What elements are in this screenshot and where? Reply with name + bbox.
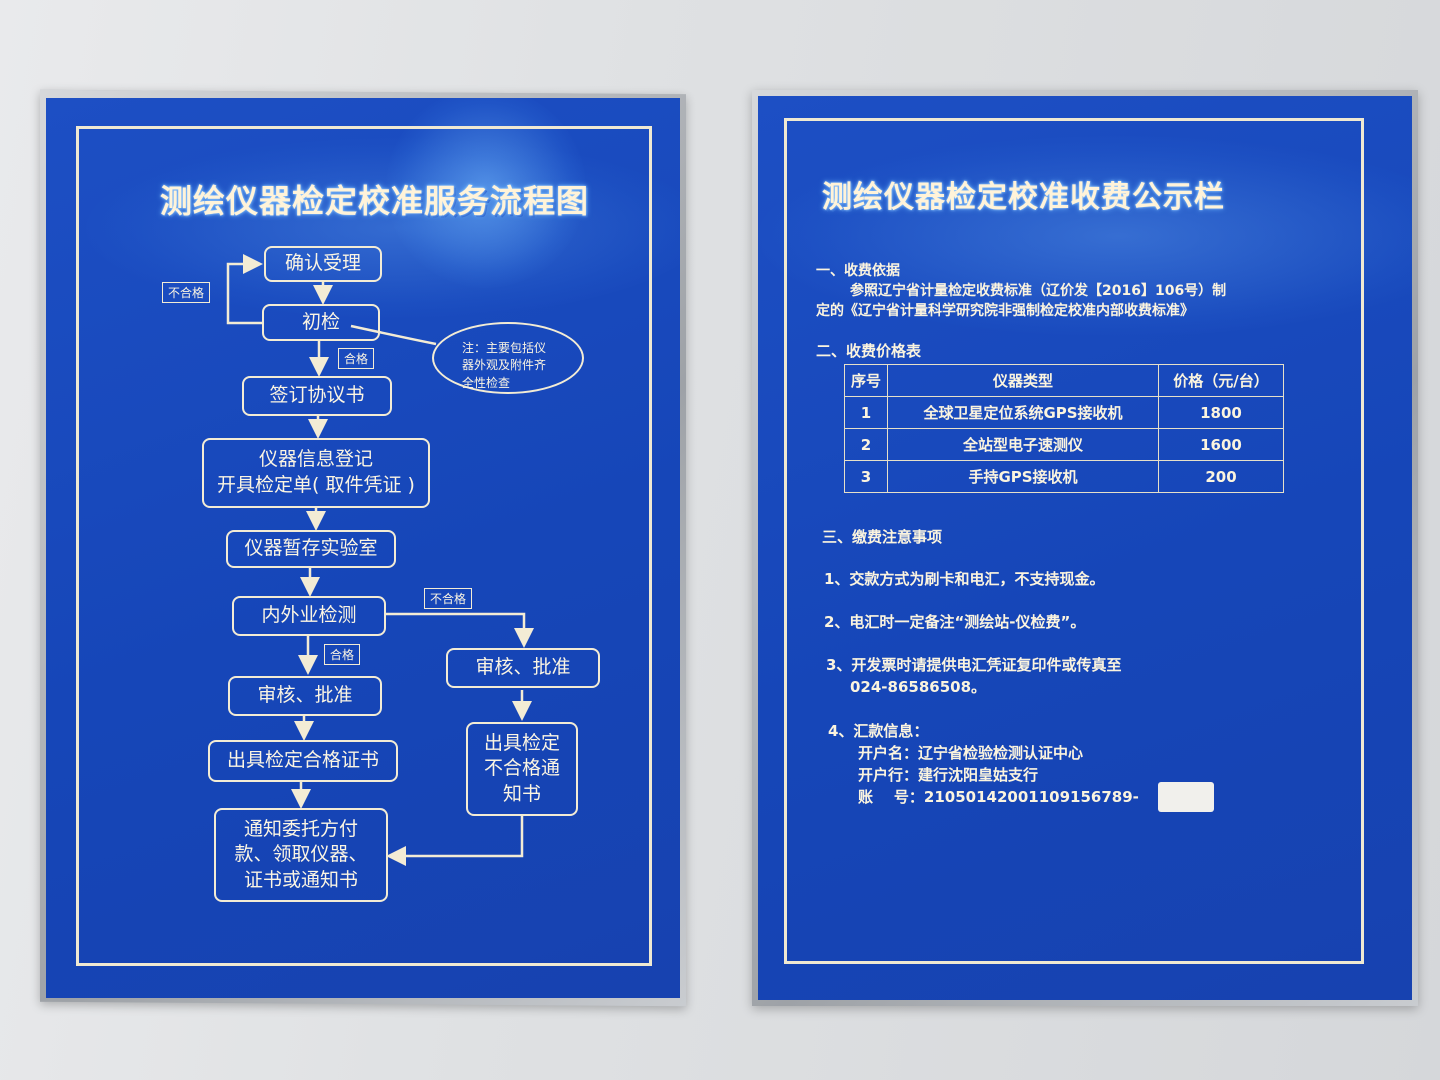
step-fail-notice: 出具检定 不合格通 知书 — [466, 722, 578, 816]
decorative-wave — [86, 138, 680, 318]
section-price-heading: 二、收费价格表 — [816, 342, 922, 360]
step-review-fail: 审核、批准 — [446, 648, 600, 688]
cover-sticker — [1158, 782, 1214, 812]
step-certificate: 出具检定合格证书 — [208, 740, 398, 782]
left-sign-board: 测绘仪器检定校准服务流程图 确认受理 不合格 初检 合格 注：主要包括仪 器外 — [46, 98, 680, 998]
table-cell: 3 — [844, 460, 888, 493]
table-cell: 全站型电子速测仪 — [887, 428, 1159, 461]
gold-border — [784, 118, 1364, 964]
table-header-row: 序号 仪器类型 价格（元/台） — [844, 364, 1284, 397]
note-line: 全性检查 — [462, 375, 511, 390]
register-line: 开具检定单( 取件凭证 ) — [217, 474, 415, 496]
section-basis-heading: 一、收费依据 — [816, 263, 900, 279]
table-row: 2 全站型电子速测仪 1600 — [844, 428, 1284, 461]
remittance-heading: 4、汇款信息： — [828, 722, 929, 740]
table-cell: 1800 — [1158, 396, 1284, 429]
fail-notice-line: 不合格通 — [483, 757, 560, 780]
table-cell: 1600 — [1158, 428, 1284, 461]
fail-notice-line: 出具检定 — [483, 731, 560, 754]
section-notes-heading: 三、缴费注意事项 — [822, 528, 943, 546]
column-header: 价格（元/台） — [1158, 364, 1284, 397]
column-header: 仪器类型 — [887, 364, 1159, 397]
table-cell: 全球卫星定位系统GPS接收机 — [887, 396, 1159, 429]
gold-border — [76, 126, 652, 966]
flow-arrows — [226, 254, 534, 866]
register-line: 仪器信息登记 — [258, 448, 373, 471]
tag-pass: 合格 — [324, 644, 361, 665]
section-basis-line: 定的《辽宁省计量科学研究院非强制检定校准内部收费标准》 — [816, 303, 1194, 319]
step-review-pass: 审核、批准 — [228, 676, 382, 716]
step-confirm-accept: 确认受理 — [264, 246, 382, 282]
table-cell: 200 — [1158, 460, 1284, 493]
fax-number: 024-86586508。 — [850, 678, 987, 696]
note-bubble: 注：主要包括仪 器外观及附件齐 全性检查 — [432, 322, 584, 394]
step-register: 仪器信息登记 开具检定单( 取件凭证 ) — [202, 438, 430, 508]
fail-notice-line: 知书 — [502, 782, 541, 805]
table-row: 1 全球卫星定位系统GPS接收机 1800 — [844, 396, 1284, 429]
note-item: 3、开发票时请提供电汇凭证复印件或传真至 — [826, 656, 1122, 674]
note-item: 1、交款方式为刷卡和电汇，不支持现金。 — [824, 570, 1105, 588]
price-table: 序号 仪器类型 价格（元/台） 1 全球卫星定位系统GPS接收机 1800 2 … — [844, 364, 1284, 493]
table-cell: 1 — [844, 396, 888, 429]
bank-name: 开户行：建行沈阳皇姑支行 — [858, 766, 1039, 784]
tag-fail: 不合格 — [162, 282, 211, 303]
decorative-wave — [386, 98, 586, 288]
step-storage: 仪器暂存实验室 — [226, 530, 396, 568]
note-line: 注：主要包括仪 — [462, 341, 547, 355]
notify-line: 款、领取仪器、 — [234, 843, 368, 866]
step-initial-inspection: 初检 — [262, 304, 380, 341]
left-board-title: 测绘仪器检定校准服务流程图 — [160, 182, 590, 220]
right-sign-board: 测绘仪器检定校准收费公示栏 一、收费依据 参照辽宁省计量检定收费标准（辽价发【2… — [758, 96, 1412, 1000]
tag-fail: 不合格 — [424, 588, 473, 609]
note-line: 器外观及附件齐 — [462, 358, 547, 373]
tag-pass: 合格 — [338, 348, 375, 369]
account-name: 开户名：辽宁省检验检测认证中心 — [858, 744, 1084, 762]
table-cell: 手持GPS接收机 — [887, 460, 1159, 493]
note-item: 2、电汇时一定备注“测绘站-仪检费”。 — [824, 613, 1086, 631]
account-number: 账 号：21050142001109156789- — [858, 788, 1139, 806]
right-board-title: 测绘仪器检定校准收费公示栏 — [822, 180, 1225, 215]
table-row: 3 手持GPS接收机 200 — [844, 460, 1284, 493]
decorative-wave — [758, 136, 1412, 336]
notify-line: 证书或通知书 — [243, 868, 358, 891]
step-field-inspection: 内外业检测 — [232, 596, 386, 636]
notify-line: 通知委托方付 — [243, 817, 358, 840]
section-basis-line: 参照辽宁省计量检定收费标准（辽价发【2016】106号）制 — [850, 283, 1227, 299]
column-header: 序号 — [844, 364, 888, 397]
step-notify-client: 通知委托方付 款、领取仪器、 证书或通知书 — [214, 808, 388, 902]
step-sign-agreement: 签订协议书 — [242, 376, 392, 416]
table-cell: 2 — [844, 428, 888, 461]
